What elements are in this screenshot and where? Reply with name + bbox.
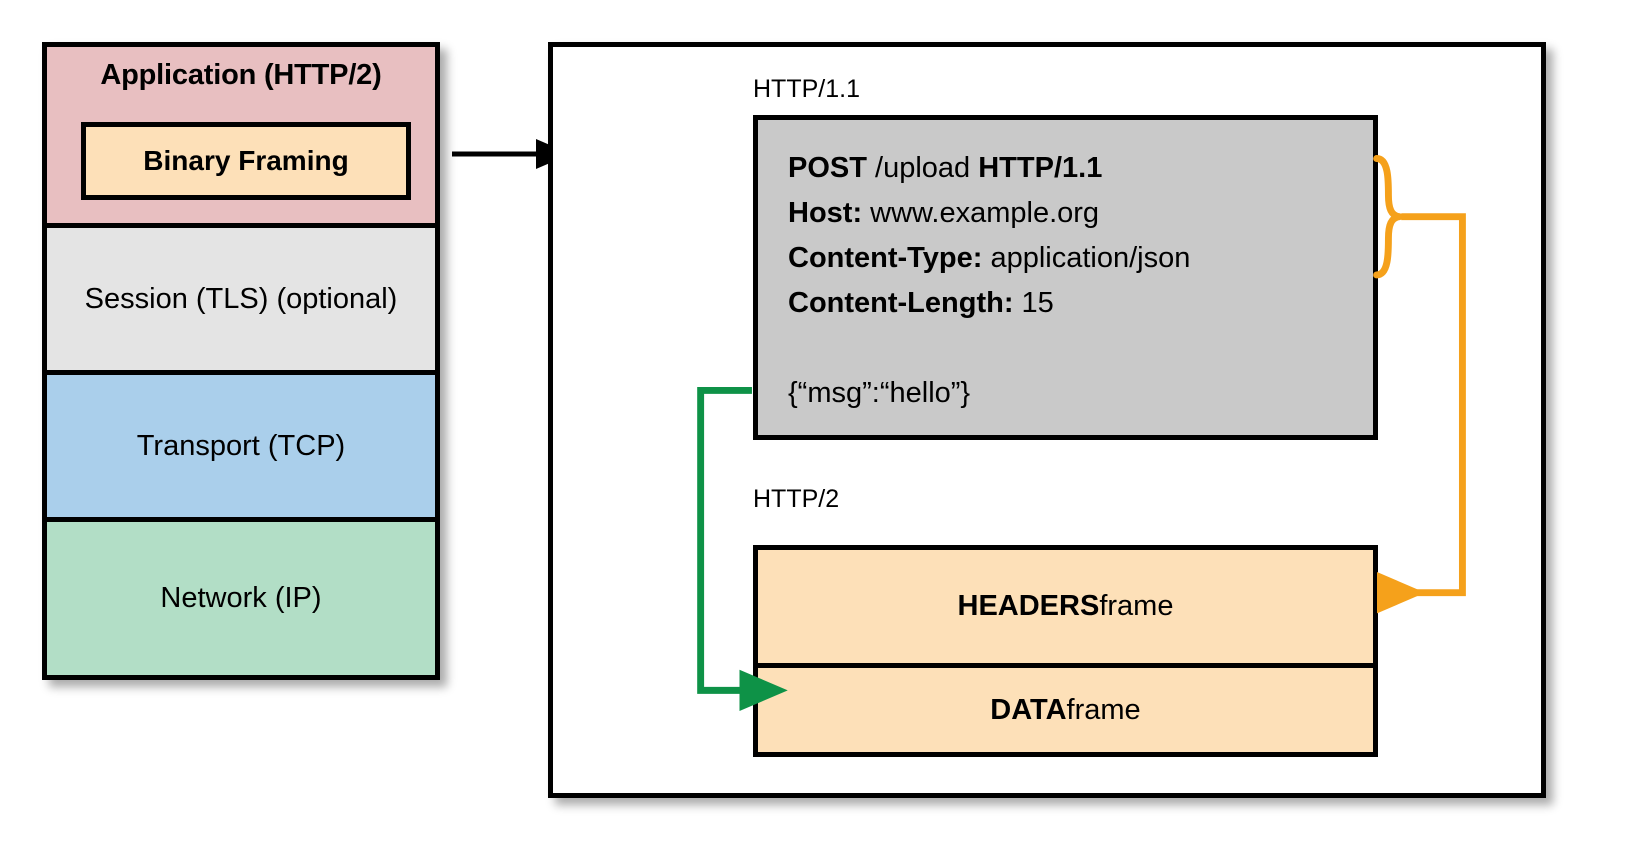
- http2-data-frame-name: DATA: [990, 693, 1067, 726]
- stack-layer-transport: Transport (TCP): [47, 370, 435, 517]
- http11-request-line: POST /upload HTTP/1.1: [788, 146, 1373, 191]
- flow-arrow-icon: [452, 139, 556, 169]
- protocol-translation-panel: HTTP/1.1 POST /upload HTTP/1.1 Host: www…: [548, 42, 1546, 798]
- http11-header-host: Host: www.example.org: [788, 191, 1373, 236]
- http11-header-host-name: Host:: [788, 197, 863, 229]
- http11-header-host-value: www.example.org: [862, 197, 1100, 229]
- stack-layer-network-label: Network (IP): [160, 582, 322, 614]
- stack-layer-session-label: Session (TLS) (optional): [84, 282, 398, 315]
- protocol-stack: Application (HTTP/2) Binary Framing Sess…: [42, 42, 440, 680]
- http11-caption: HTTP/1.1: [753, 75, 860, 103]
- http11-header-content-type-value: application/json: [982, 242, 1191, 274]
- binary-framing-box: Binary Framing: [81, 122, 411, 200]
- stack-layer-transport-label: Transport (TCP): [136, 429, 346, 462]
- http11-header-content-length-value: 15: [1013, 287, 1054, 319]
- http2-caption: HTTP/2: [753, 485, 840, 513]
- stack-layer-application-label: Application (HTTP/2): [100, 59, 382, 91]
- http2-data-frame-suffix: frame: [1066, 693, 1141, 726]
- http2-headers-frame-name: HEADERS: [957, 590, 1100, 622]
- http2-data-frame: DATA frame: [758, 663, 1373, 752]
- http2-headers-frame-suffix: frame: [1099, 590, 1174, 622]
- stack-layer-network: Network (IP): [47, 517, 435, 675]
- http11-request-method: POST: [788, 152, 867, 184]
- http11-header-content-length: Content-Length: 15: [788, 281, 1373, 326]
- stack-layer-application: Application (HTTP/2) Binary Framing: [47, 47, 435, 223]
- http2-headers-frame: HEADERS frame: [758, 550, 1373, 663]
- http11-request-path: /upload: [866, 152, 979, 184]
- stack-layer-session: Session (TLS) (optional): [47, 223, 435, 370]
- http11-message-box: POST /upload HTTP/1.1 Host: www.example.…: [753, 115, 1378, 440]
- http2-frames-box: HEADERS frame DATA frame: [753, 545, 1378, 757]
- http11-header-content-type: Content-Type: application/json: [788, 236, 1373, 281]
- http11-header-content-type-name: Content-Type:: [788, 242, 983, 274]
- http11-header-content-length-name: Content-Length:: [788, 287, 1014, 319]
- http11-request-version: HTTP/1.1: [978, 152, 1103, 184]
- http11-message-body: {“msg”:“hello”}: [788, 377, 971, 409]
